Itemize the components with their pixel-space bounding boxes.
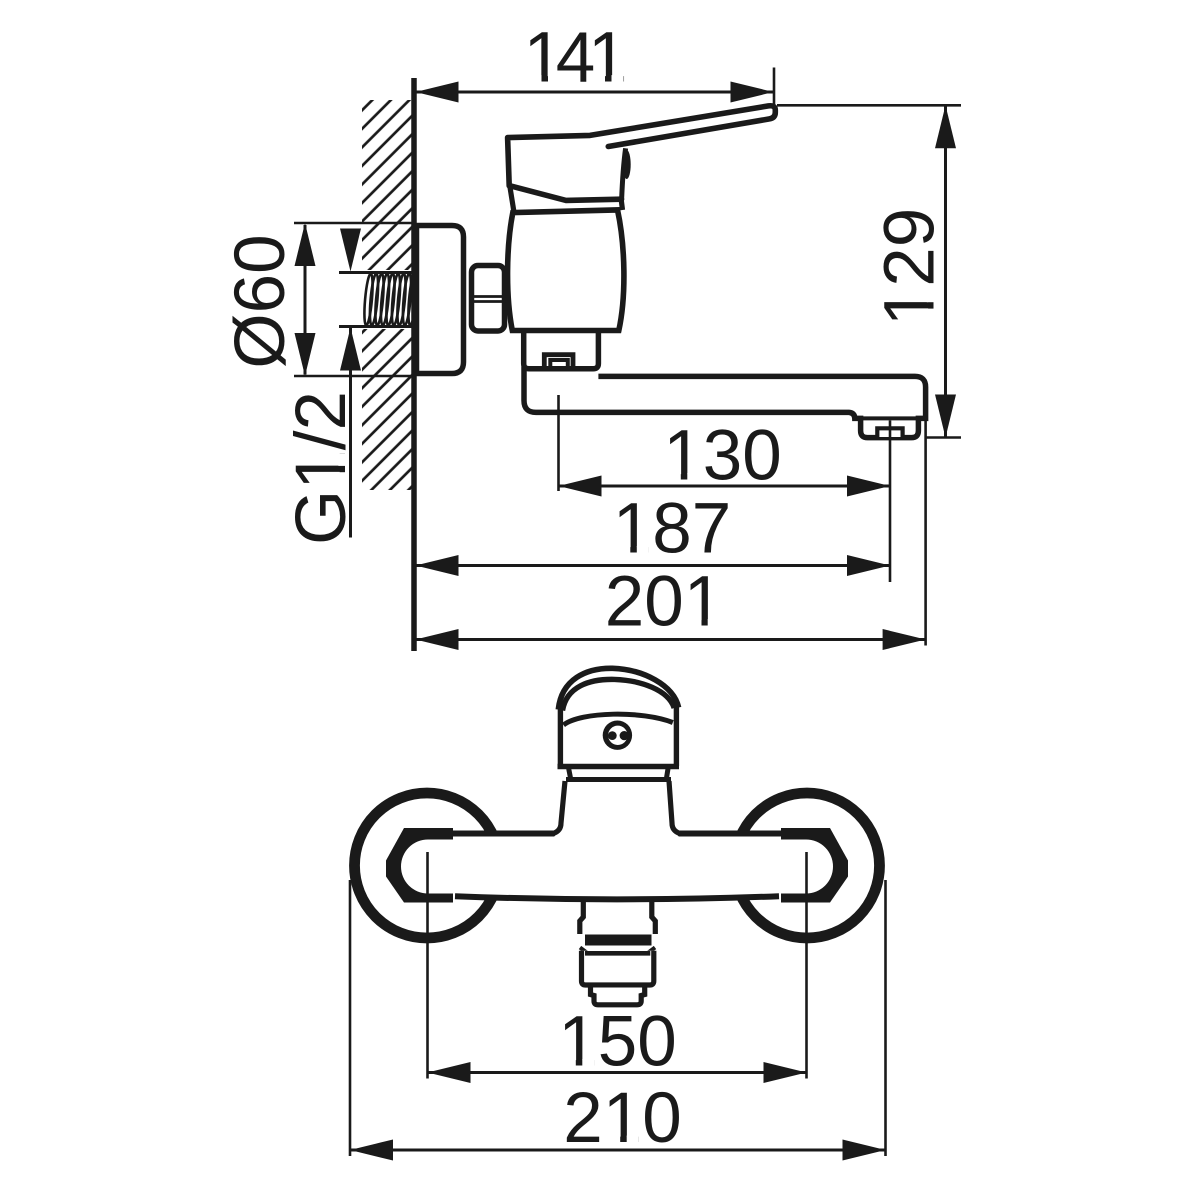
- svg-text:130: 130: [663, 417, 781, 496]
- svg-text:210: 210: [563, 1079, 681, 1158]
- svg-text:201: 201: [605, 563, 723, 642]
- svg-text:Ø60: Ø60: [221, 234, 300, 368]
- svg-text:187: 187: [613, 490, 731, 569]
- svg-text:141: 141: [524, 19, 628, 98]
- svg-text:G1/2: G1/2: [282, 391, 361, 545]
- svg-text:150: 150: [558, 1003, 676, 1082]
- svg-text:129: 129: [871, 208, 950, 326]
